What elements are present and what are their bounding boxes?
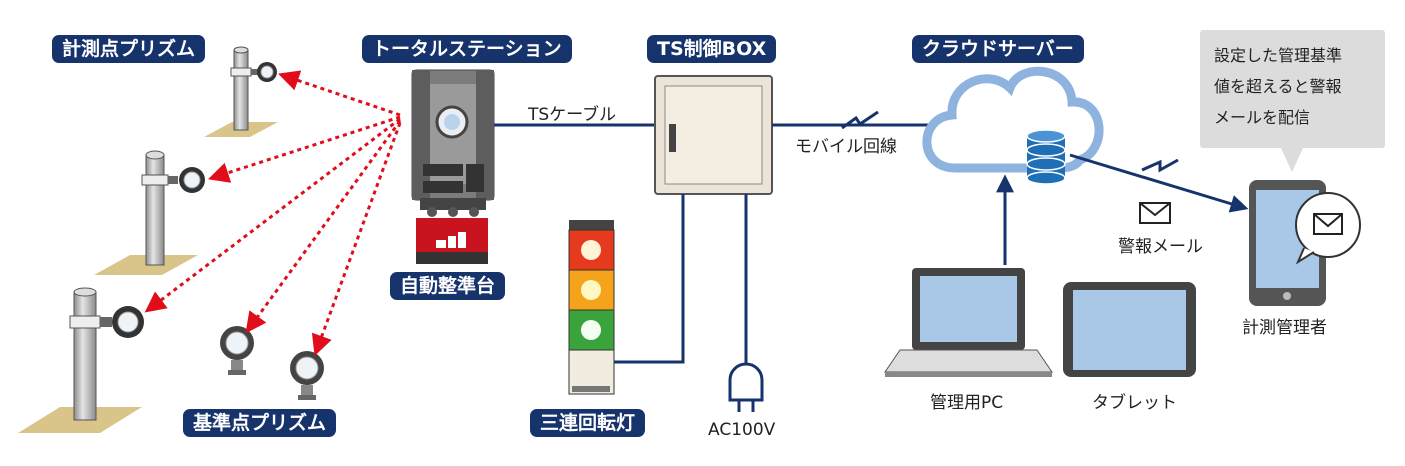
ts-box-label: TS制御BOX [647, 35, 777, 63]
laser-lines [144, 70, 402, 356]
measurement-prism-3 [69, 287, 144, 421]
smartphone [1249, 180, 1361, 306]
ac100v-label: AC100V [708, 420, 776, 440]
total-station [411, 69, 495, 217]
cloud-server [922, 66, 1104, 173]
cloud-server-label: クラウドサーバー [912, 35, 1084, 63]
reference-prism-label: 基準点プリズム [183, 409, 337, 437]
database-icon [1026, 129, 1066, 185]
tablet-device [1063, 282, 1196, 377]
tablet-label: タブレット [1092, 393, 1177, 413]
ts-cable-label: TSケーブル [528, 105, 617, 125]
measurement-prism-2 [141, 150, 205, 266]
admin-pc-label: 管理用PC [930, 393, 1004, 413]
tri-signal-lamp [568, 220, 615, 395]
alert-mail-label: 警報メール [1118, 237, 1203, 257]
alert-callout: 設定した管理基準 値を超えると警報 メールを配信 [1200, 30, 1385, 172]
mail-icon [1139, 202, 1171, 224]
reference-prism-2 [290, 351, 324, 400]
auto-leveling-base [416, 218, 488, 264]
measurement-prism-label: 計測点プリズム [52, 35, 206, 63]
alert-signal-icon [1141, 158, 1179, 173]
mobile-line-label: モバイル回線 [795, 137, 897, 157]
ts-control-box [654, 75, 773, 195]
manager-label: 計測管理者 [1242, 318, 1327, 338]
alert-arrow [1069, 153, 1249, 213]
measurement-prism-1 [230, 46, 277, 131]
total-station-label: トータルステーション [362, 35, 572, 63]
lamp-cable [614, 194, 685, 364]
tri-lamp-label: 三連回転灯 [530, 409, 646, 437]
reference-prism-1 [220, 326, 254, 375]
admin-laptop [884, 268, 1053, 377]
callout-line-2: 値を超えると警報 [1214, 77, 1342, 96]
mobile-signal-icon [841, 110, 879, 130]
auto-leveling-label: 自動整準台 [390, 272, 506, 300]
callout-line-3: メールを配信 [1214, 108, 1311, 127]
power-plug [728, 362, 764, 412]
callout-line-1: 設定した管理基準 [1214, 46, 1343, 65]
